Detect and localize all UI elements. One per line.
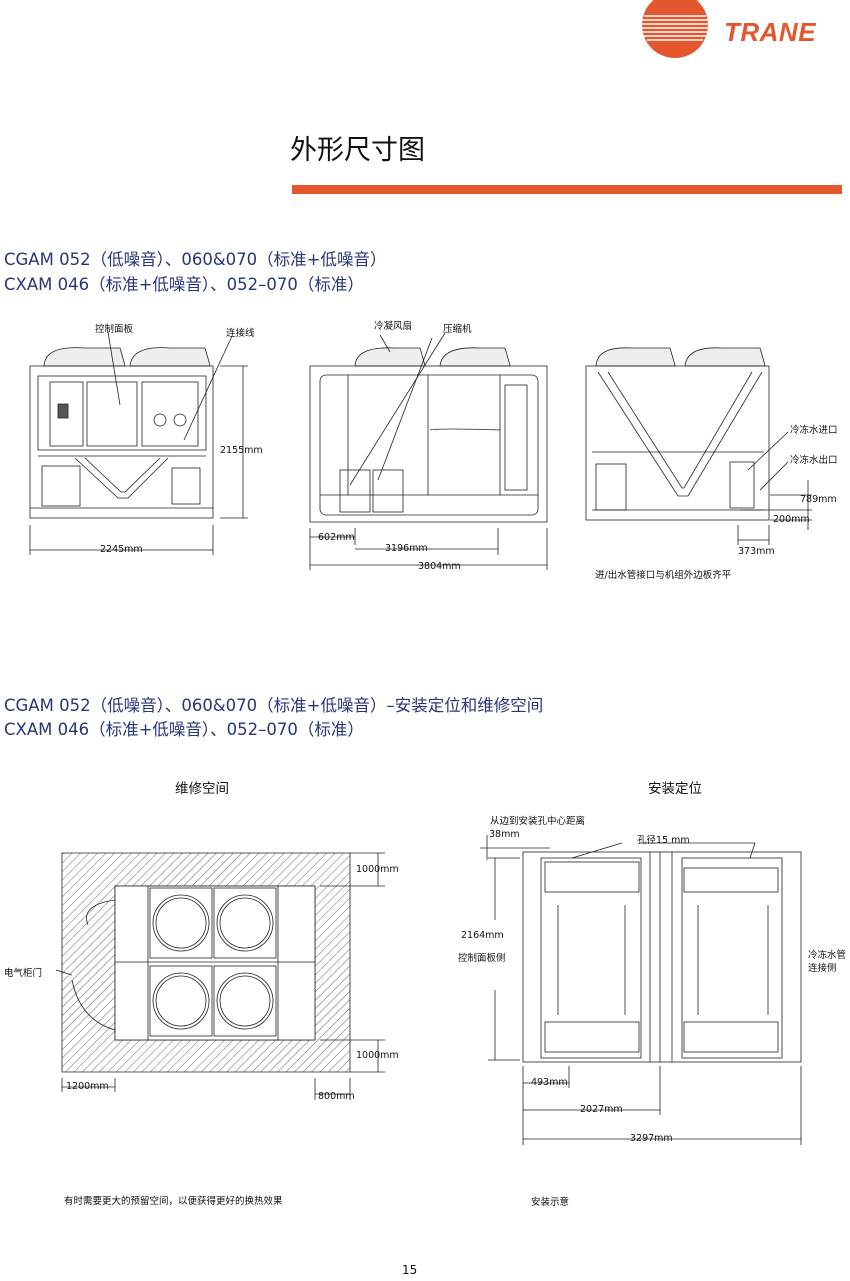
label-cabinet-door: 电气柜门 bbox=[4, 968, 43, 979]
maintenance-note: 有时需要更大的预留空间，以便获得更好的换热效果 bbox=[64, 1196, 283, 1207]
label-compressor: 压缩机 bbox=[443, 324, 472, 335]
label-control-panel-side: 控制面板侧 bbox=[458, 953, 506, 964]
label-water-side-1: 冷冻水管 bbox=[808, 950, 847, 961]
dim-200: 200mm bbox=[773, 514, 810, 525]
dim-3297: 3297mm bbox=[630, 1133, 673, 1144]
dim-height-2155: 2155mm bbox=[220, 445, 263, 456]
label-control-panel: 控制面板 bbox=[95, 324, 134, 335]
title-divider bbox=[292, 185, 842, 194]
page-number: 15 bbox=[402, 1263, 418, 1277]
dim-3804: 3804mm bbox=[418, 561, 461, 572]
section1-heading-1: CGAM 052（低噪音）、060&070（标准+低噪音） bbox=[4, 250, 387, 269]
pipe-flush-note: 进/出水管接口与机组外边板齐平 bbox=[595, 570, 732, 581]
dim-800: 800mm bbox=[318, 1091, 355, 1102]
label-condenser-fan: 冷凝风扇 bbox=[374, 321, 413, 332]
label-hole-diameter: 孔径15 mm bbox=[637, 835, 690, 846]
label-chilled-water-outlet: 冷冻水出口 bbox=[790, 455, 838, 466]
dim-493: 493mm bbox=[531, 1077, 568, 1088]
dim-38: 38mm bbox=[489, 829, 520, 840]
installation-title: 安装定位 bbox=[648, 781, 702, 797]
dim-789: 789mm bbox=[800, 494, 837, 505]
dim-width-2245: 2245mm bbox=[100, 544, 143, 555]
installation-note: 安装示意 bbox=[531, 1197, 570, 1208]
dim-373: 373mm bbox=[738, 546, 775, 557]
dim-2164: 2164mm bbox=[461, 930, 504, 941]
section2-heading-2: CXAM 046（标准+低噪音）、052–070（标准） bbox=[4, 720, 364, 739]
dim-602: 602mm bbox=[318, 532, 355, 543]
brand-name: TRANE bbox=[724, 17, 817, 47]
label-chilled-water-inlet: 冷冻水进口 bbox=[790, 425, 838, 436]
dim-1200: 1200mm bbox=[66, 1081, 109, 1092]
section1-heading-2: CXAM 046（标准+低噪音）、052–070（标准） bbox=[4, 275, 364, 294]
maintenance-space-title: 维修空间 bbox=[175, 781, 229, 797]
label-edge-distance: 从边到安装孔中心距离 bbox=[490, 816, 586, 827]
section2-heading-1: CGAM 052（低噪音）、060&070（标准+低噪音）–安装定位和维修空间 bbox=[4, 696, 544, 715]
page-title: 外形尺寸图 bbox=[290, 135, 425, 166]
label-connecting-wire: 连接线 bbox=[226, 328, 255, 339]
trane-logo-icon bbox=[641, 0, 709, 58]
dim-3196: 3196mm bbox=[385, 543, 428, 554]
front-view-drawing bbox=[29, 331, 812, 570]
dim-2027: 2027mm bbox=[580, 1104, 623, 1115]
label-water-side-2: 连接侧 bbox=[808, 963, 837, 974]
dim-1000-bottom: 1000mm bbox=[356, 1050, 399, 1061]
dim-1000-top: 1000mm bbox=[356, 864, 399, 875]
